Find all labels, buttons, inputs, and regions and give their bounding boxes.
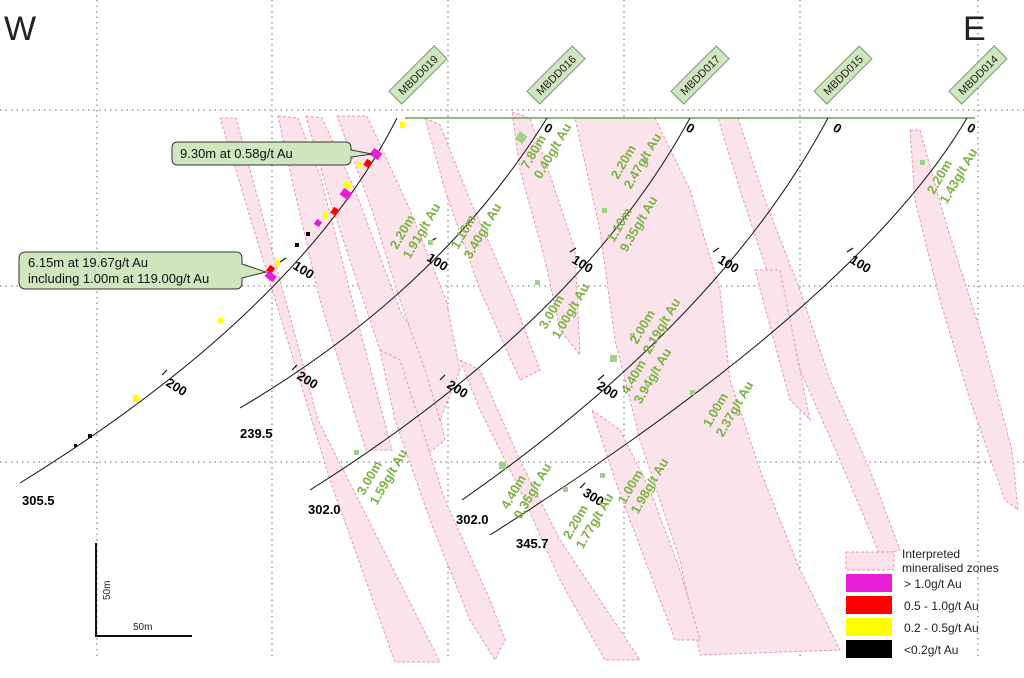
legend-zones-label: mineralised zones (902, 561, 999, 575)
hole-tag-mbdd019: MBDD019 (388, 45, 448, 105)
mineralised-zone (379, 349, 506, 662)
west-label: W (4, 10, 36, 48)
mineralised-zone (459, 358, 641, 661)
mineralised-zone (511, 111, 581, 357)
mineralised-zone (424, 117, 541, 381)
callout-lower: 6.15m at 19.67g/t Au including 1.00m at … (18, 251, 268, 290)
drill-trace-mbdd016 (239, 117, 548, 409)
legend: Interpreted mineralised zones > 1.0g/t A… (845, 547, 999, 658)
end-depth: 345.7 (516, 536, 549, 551)
hole-name: MBDD014 (957, 54, 1001, 98)
legend-zones-label: Interpreted (902, 547, 960, 561)
mineralised-zone (574, 117, 841, 656)
legend-swatch (846, 596, 892, 614)
legend-label: 0.2 - 0.5g/t Au (904, 621, 979, 635)
legend-swatch-zones (845, 551, 895, 571)
legend-swatch (846, 574, 892, 592)
mineralised-zone (591, 408, 701, 641)
mineralised-zone (277, 115, 393, 451)
mineralised-zones (219, 111, 1019, 663)
hole-name: MBDD015 (822, 54, 866, 98)
depth-label: 200 (163, 375, 189, 399)
scale-horizontal-label: 50m (133, 622, 152, 633)
mineralised-zone (754, 269, 811, 422)
hole-name: MBDD016 (535, 54, 579, 98)
legend-label: 0.5 - 1.0g/t Au (904, 599, 979, 613)
hole-tag-mbdd014: MBDD014 (948, 45, 1008, 105)
mineralised-zone (717, 117, 901, 556)
legend-swatch (846, 640, 892, 658)
end-depths: 305.5 239.5 302.0 302.0 345.7 (22, 426, 549, 551)
mineralised-zone (219, 117, 441, 663)
hole-name: MBDD017 (679, 54, 723, 98)
depth-label: 0 (964, 120, 978, 137)
scale-bar: 50m 50m (95, 543, 192, 637)
intercept-markers (354, 131, 925, 492)
end-depth: 302.0 (308, 502, 341, 517)
depth-label: 0 (683, 120, 697, 137)
callout-text: 6.15m at 19.67g/t Au (28, 255, 148, 270)
callout-text: including 1.00m at 119.00g/t Au (28, 271, 209, 286)
drill-trace-mbdd015 (461, 117, 829, 501)
legend-label: <0.2g/t Au (904, 643, 958, 657)
depth-label: 0 (830, 120, 844, 137)
assay-markers (74, 122, 405, 447)
mineralised-zone (336, 115, 461, 422)
legend-swatch (846, 618, 892, 636)
callout-text: 9.30m at 0.58g/t Au (180, 146, 293, 161)
depth-label: 100 (715, 252, 741, 276)
legend-label: > 1.0g/t Au (904, 577, 962, 591)
east-label: E (963, 10, 986, 48)
hole-tag-mbdd016: MBDD016 (526, 45, 586, 105)
mineralised-zone (909, 129, 1019, 512)
hole-name: MBDD019 (397, 54, 441, 98)
drill-traces (19, 117, 968, 536)
depth-label: 100 (847, 252, 873, 276)
callout-upper: 9.30m at 0.58g/t Au (171, 141, 373, 166)
hole-tag-mbdd015: MBDD015 (813, 45, 873, 105)
drill-trace-mbdd017 (309, 117, 691, 491)
end-depth: 305.5 (22, 493, 55, 508)
mineralised-zone (305, 115, 446, 461)
hole-tag-mbdd017: MBDD017 (670, 45, 730, 105)
end-depth: 239.5 (240, 426, 273, 441)
depth-label: 200 (594, 378, 620, 402)
drill-trace-mbdd019 (19, 117, 398, 484)
drill-trace-mbdd014 (489, 117, 968, 536)
end-depth: 302.0 (456, 512, 489, 527)
scale-vertical-label: 50m (102, 581, 113, 600)
